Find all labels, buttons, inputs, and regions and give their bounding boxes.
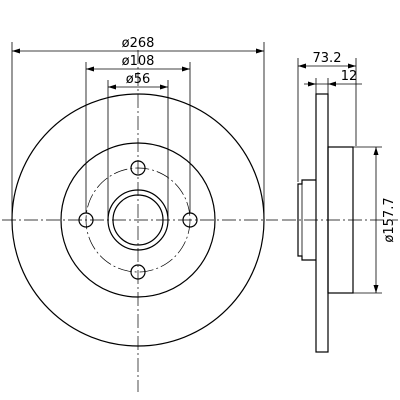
center-bore-inner <box>112 194 164 246</box>
dim-disc-arrow-left <box>12 48 20 54</box>
dim-disc-thickness-label: 12 <box>341 69 358 84</box>
bolt-hole-bottom <box>130 264 146 280</box>
dim-height-arrow-left <box>298 63 306 69</box>
dim-hub-diameter-label: ø157.7 <box>382 197 397 242</box>
dim-hub-arrow-top <box>373 147 379 155</box>
side-disc-plate <box>315 93 329 353</box>
dim-bore-arrow-left <box>108 84 116 90</box>
front-view <box>2 50 278 392</box>
side-hub-flange <box>297 179 316 261</box>
dim-overall-height-label: 73.2 <box>313 51 342 66</box>
hub-circle <box>60 142 216 298</box>
dim-bore-diameter-label: ø56 <box>126 72 151 87</box>
dim-bore-arrow-right <box>160 84 168 90</box>
side-view <box>282 93 398 353</box>
dim-disc-arrow-right <box>256 48 264 54</box>
front-dimensions: ø268 ø108 ø56 <box>11 36 265 220</box>
dim-bolt-circle-label: ø108 <box>122 54 155 69</box>
bolt-circle <box>85 167 191 273</box>
dim-disc-diameter-label: ø268 <box>122 36 155 51</box>
dim-thickness-arrow-right <box>328 81 336 87</box>
dim-thickness-arrow-left <box>308 81 316 87</box>
dim-hub-arrow-bottom <box>373 285 379 293</box>
dim-bolt-arrow-left <box>86 66 94 72</box>
bolt-hole-top <box>130 160 146 176</box>
side-dimensions: 73.2 12 ø157.7 <box>297 51 397 294</box>
side-hub-body <box>327 146 354 294</box>
dim-bolt-arrow-right <box>182 66 190 72</box>
dim-height-arrow-right <box>348 63 356 69</box>
disc-outer-circle <box>11 93 265 347</box>
